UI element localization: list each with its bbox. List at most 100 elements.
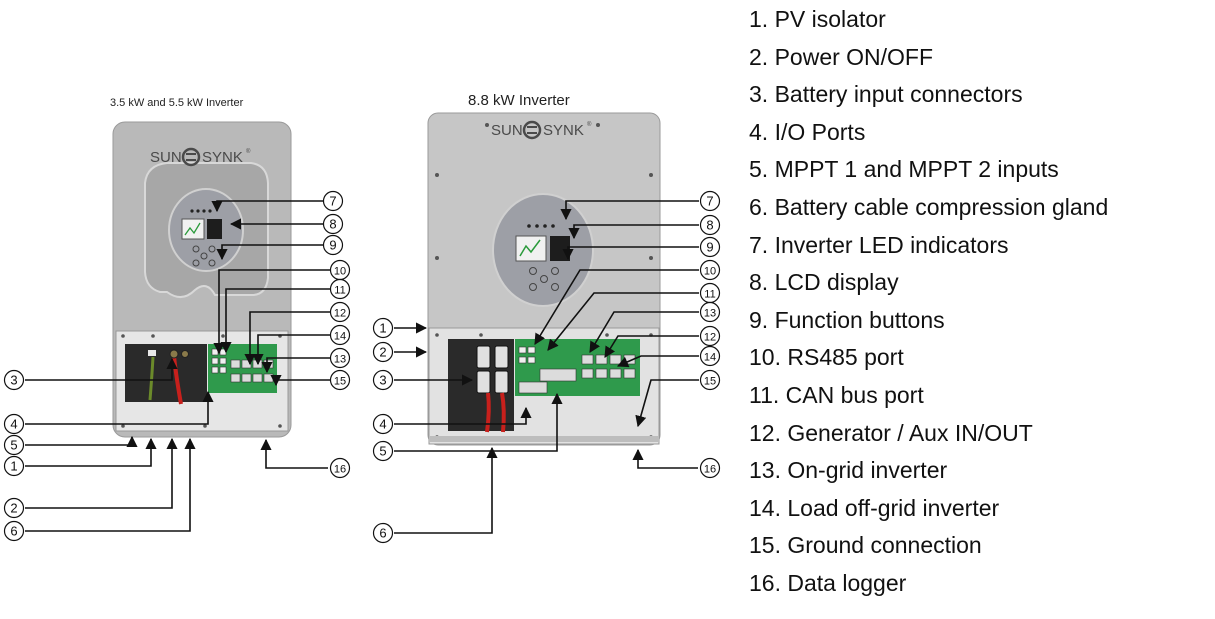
small-battery-label (148, 350, 156, 356)
callout-circle (372, 440, 394, 462)
callout-circle (329, 324, 351, 346)
callout-leader-line (216, 244, 323, 261)
callout-circle (699, 345, 721, 367)
large-lcd-display (515, 235, 547, 262)
callout-circle (322, 190, 344, 212)
callout-number: 7 (329, 194, 336, 209)
callout-number: 1 (379, 321, 386, 336)
callout-circle (699, 325, 721, 347)
large-housing-screws (435, 123, 653, 260)
callout-number: 8 (329, 217, 336, 232)
callout-circle (372, 317, 394, 339)
large-cable-red (485, 392, 491, 433)
legend-item: 2. Power ON/OFF (749, 43, 934, 70)
small-inverter-title: 3.5 kW and 5.5 kW Inverter (110, 97, 244, 109)
callout-leader-line (25, 435, 138, 448)
large-brand-left: SUN (491, 122, 523, 139)
callout-circle (372, 413, 394, 435)
callout-number: 14 (334, 331, 346, 343)
callout-circle (372, 369, 394, 391)
callout-leader-line (260, 438, 328, 469)
callout-number: 16 (334, 464, 346, 476)
callout-number: 13 (334, 354, 346, 366)
callout-leader-line (616, 355, 699, 368)
callouts: 7891011121413153451261612345678910111312… (3, 190, 721, 544)
small-brand-logo-icon (181, 147, 201, 167)
callout-leader-line (394, 392, 563, 452)
large-inverter-title: 8.8 kW Inverter (468, 92, 570, 109)
callout-number: 2 (10, 501, 17, 516)
small-lcd-display (181, 218, 205, 240)
legend-item: 11. CAN bus port (749, 381, 924, 408)
callout-circle (372, 341, 394, 363)
large-bottom-edge (429, 436, 659, 442)
callout-number: 14 (704, 352, 716, 364)
callout-leader-line (211, 200, 323, 213)
callout-number: 3 (10, 373, 17, 388)
callout-number: 4 (10, 417, 17, 432)
large-terminal-blocks (539, 354, 636, 382)
callout-number: 6 (379, 526, 386, 541)
callout-leader-line (220, 288, 330, 354)
large-io-ports (518, 346, 536, 364)
small-lcd-graph (184, 222, 201, 236)
small-lcd-tiles (207, 219, 222, 239)
callout-leader-line (261, 357, 330, 374)
legend-item: 14. Load off-grid inverter (749, 494, 1000, 521)
callout-leader-line (394, 406, 532, 425)
callout-leader-line (270, 374, 330, 387)
callout-number: 16 (704, 464, 716, 476)
callout-number: 9 (329, 238, 336, 253)
callout-leader-line (568, 224, 699, 240)
legend-item: 15. Ground connection (749, 532, 982, 559)
small-battery-terminal (169, 349, 179, 359)
callout-leader-line (604, 335, 699, 358)
callout-leader-line (25, 390, 214, 425)
callout-number: 8 (706, 218, 713, 233)
large-mppt-connectors (518, 381, 548, 394)
callout-circle (322, 213, 344, 235)
callout-number: 4 (379, 417, 386, 432)
callout-circle (699, 190, 721, 212)
callout-number: 2 (379, 345, 386, 360)
callout-number: 7 (706, 194, 713, 209)
small-inverter: SUN SYNK ® (112, 121, 292, 438)
callout-leader-line (25, 437, 178, 509)
callout-circle (3, 413, 25, 435)
callout-leader-line (394, 446, 498, 534)
legend-item: 13. On-grid inverter (749, 457, 948, 484)
callout-leader-line (25, 437, 196, 532)
callout-circle (329, 301, 351, 323)
callout-circle (699, 457, 721, 479)
callout-number: 15 (704, 376, 716, 388)
callout-circle (699, 236, 721, 258)
callout-circle (3, 520, 25, 542)
callout-leader-line (562, 246, 699, 261)
callout-circle (699, 301, 721, 323)
callout-leader-line (252, 334, 330, 366)
callout-number: 5 (379, 444, 386, 459)
legend-item: 16. Data logger (749, 569, 907, 596)
large-cable-red-2 (500, 392, 506, 433)
legend-list: 1. PV isolator 2. Power ON/OFF 3. Battery … (749, 1, 1108, 603)
callout-circle (699, 259, 721, 281)
legend-item: 1. PV isolator (749, 6, 886, 32)
callout-circle (699, 214, 721, 236)
callout-number: 10 (334, 266, 346, 278)
large-brand-logo-icon (522, 120, 542, 140)
small-brand-right: SYNK (202, 149, 243, 166)
small-led-indicators (190, 209, 212, 213)
callout-number: 1 (10, 459, 17, 474)
small-brand-left: SUN (150, 149, 182, 166)
callout-circle (329, 278, 351, 300)
legend-item: 6. Battery cable compression gland (749, 193, 1109, 220)
callout-circle (3, 455, 25, 477)
callout-number: 12 (334, 308, 346, 320)
large-brand-trademark: ® (587, 121, 592, 128)
legend-item: 3. Battery input connectors (749, 81, 1023, 108)
callout-number: 11 (704, 289, 715, 301)
callout-number: 11 (334, 285, 345, 297)
callout-leader-line (560, 200, 699, 221)
small-function-buttons (192, 245, 216, 267)
